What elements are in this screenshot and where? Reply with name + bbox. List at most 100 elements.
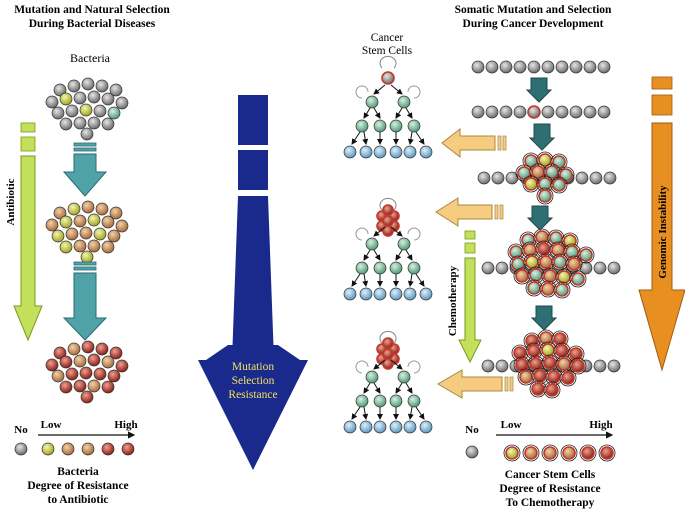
normal-cell bbox=[597, 105, 611, 119]
tumor-cell bbox=[552, 178, 566, 192]
cell-ring bbox=[553, 281, 571, 299]
bacteria-cluster-resistant bbox=[45, 340, 129, 404]
bacterium bbox=[87, 353, 101, 367]
bacterium bbox=[80, 127, 94, 141]
normal-cell bbox=[579, 261, 593, 275]
lineage-arrow bbox=[373, 382, 381, 394]
legend-cell-level bbox=[543, 446, 557, 460]
bacterium bbox=[73, 239, 87, 253]
bacterium bbox=[101, 380, 115, 394]
tumor-cell bbox=[527, 344, 541, 358]
normal-cell bbox=[555, 105, 569, 119]
progenitor-cell bbox=[373, 119, 387, 133]
differentiated-cell bbox=[419, 145, 433, 159]
bacterium bbox=[45, 218, 59, 232]
differentiated-cell bbox=[373, 145, 387, 159]
bacterium bbox=[59, 355, 73, 369]
peach-arrow-3 bbox=[437, 369, 514, 399]
bacterium bbox=[73, 116, 87, 130]
bacterium bbox=[53, 206, 67, 220]
csc-tree-1 bbox=[343, 55, 433, 159]
tumor-cluster-early bbox=[515, 151, 575, 205]
normal-cell bbox=[541, 105, 555, 119]
lineage-arrow bbox=[362, 406, 369, 420]
self-renewal-arrow bbox=[379, 197, 397, 211]
bacterium bbox=[73, 354, 87, 368]
tumor-cell bbox=[537, 242, 551, 256]
bacterium bbox=[81, 200, 95, 214]
normal-cell bbox=[481, 359, 495, 373]
differentiated-cell bbox=[373, 287, 387, 301]
left-title-line2: During Bacterial Diseases bbox=[29, 18, 156, 30]
right-legend-caption-line3: To Chemotherapy bbox=[506, 497, 595, 509]
bacterium bbox=[95, 79, 109, 93]
left-legend: No Low High Bacteria Degree of Resistanc… bbox=[14, 419, 137, 506]
bacterium bbox=[109, 83, 123, 97]
legend-cell-level bbox=[81, 442, 95, 456]
csc-tree-2 bbox=[343, 197, 433, 301]
right-legend-high-label: High bbox=[589, 419, 612, 431]
legend-cell-level bbox=[600, 446, 614, 460]
self-renewal-arrow bbox=[355, 227, 369, 241]
bacterium bbox=[67, 202, 81, 216]
lineage-arrow bbox=[395, 249, 403, 261]
cancer-stem-cell bbox=[382, 204, 394, 216]
cell-ring bbox=[579, 444, 597, 462]
cell-ring bbox=[543, 381, 561, 399]
bacterium bbox=[79, 103, 93, 117]
peach-arrow-1 bbox=[441, 127, 507, 159]
tissue-row-1 bbox=[471, 60, 611, 74]
legend-caption-line3: to Antibiotic bbox=[47, 494, 108, 506]
lineage-arrow bbox=[351, 406, 361, 420]
bacterium bbox=[109, 206, 123, 220]
lineage-arrow bbox=[415, 406, 425, 420]
tumor-cell bbox=[538, 189, 552, 203]
bacterium bbox=[93, 227, 107, 241]
normal-cell bbox=[499, 60, 513, 74]
legend-cell-level bbox=[524, 446, 538, 460]
tumor-cell bbox=[557, 357, 571, 371]
cell-ring bbox=[503, 444, 521, 462]
bacterium bbox=[81, 340, 95, 354]
tumor-cell bbox=[543, 269, 557, 283]
lineage-arrow bbox=[351, 131, 361, 145]
normal-cell bbox=[607, 359, 621, 373]
bacterium bbox=[81, 77, 95, 91]
bacterium bbox=[59, 215, 73, 229]
bacterium bbox=[65, 367, 79, 381]
lineage-arrow bbox=[351, 273, 361, 287]
lineage-arrow bbox=[362, 273, 369, 287]
tumor-cell bbox=[561, 371, 575, 385]
initiated-cell bbox=[527, 105, 541, 119]
center-text-line2: Selection bbox=[232, 375, 275, 387]
right-panel: Somatic Mutation and Selection During Ca… bbox=[343, 4, 685, 509]
tumor-cell bbox=[531, 382, 545, 396]
legend-cell-level bbox=[562, 446, 576, 460]
normal-cell bbox=[499, 105, 513, 119]
bacterium bbox=[45, 358, 59, 372]
right-legend-caption-line1: Cancer Stem Cells bbox=[505, 469, 596, 481]
bacterium bbox=[51, 106, 65, 120]
bacterium bbox=[93, 104, 107, 118]
bacteria-cluster-selected bbox=[45, 200, 129, 264]
bacterium bbox=[87, 116, 101, 130]
normal-cell bbox=[491, 171, 505, 185]
legend-cell-level bbox=[505, 446, 519, 460]
tumor-cell bbox=[555, 283, 569, 297]
progenitor-cell bbox=[355, 394, 369, 408]
teal-arrows-tumor bbox=[525, 77, 558, 331]
center-text-line1: Mutation bbox=[232, 361, 274, 373]
tumor-cell bbox=[571, 272, 585, 286]
cancer-stem-cell bbox=[382, 348, 394, 360]
normal-cell bbox=[583, 105, 597, 119]
cell-ring bbox=[559, 369, 577, 387]
tumor-cluster-mid bbox=[507, 228, 595, 299]
cell-ring bbox=[569, 357, 587, 375]
teal-arrow-tumor-1 bbox=[525, 77, 553, 103]
differentiated-cell bbox=[403, 287, 417, 301]
right-title-line1: Somatic Mutation and Selection bbox=[455, 4, 612, 16]
tissue-row-2 bbox=[471, 105, 611, 119]
cell-ring bbox=[557, 166, 575, 184]
tumor-cell bbox=[567, 257, 581, 271]
lineage-arrow bbox=[415, 131, 425, 145]
